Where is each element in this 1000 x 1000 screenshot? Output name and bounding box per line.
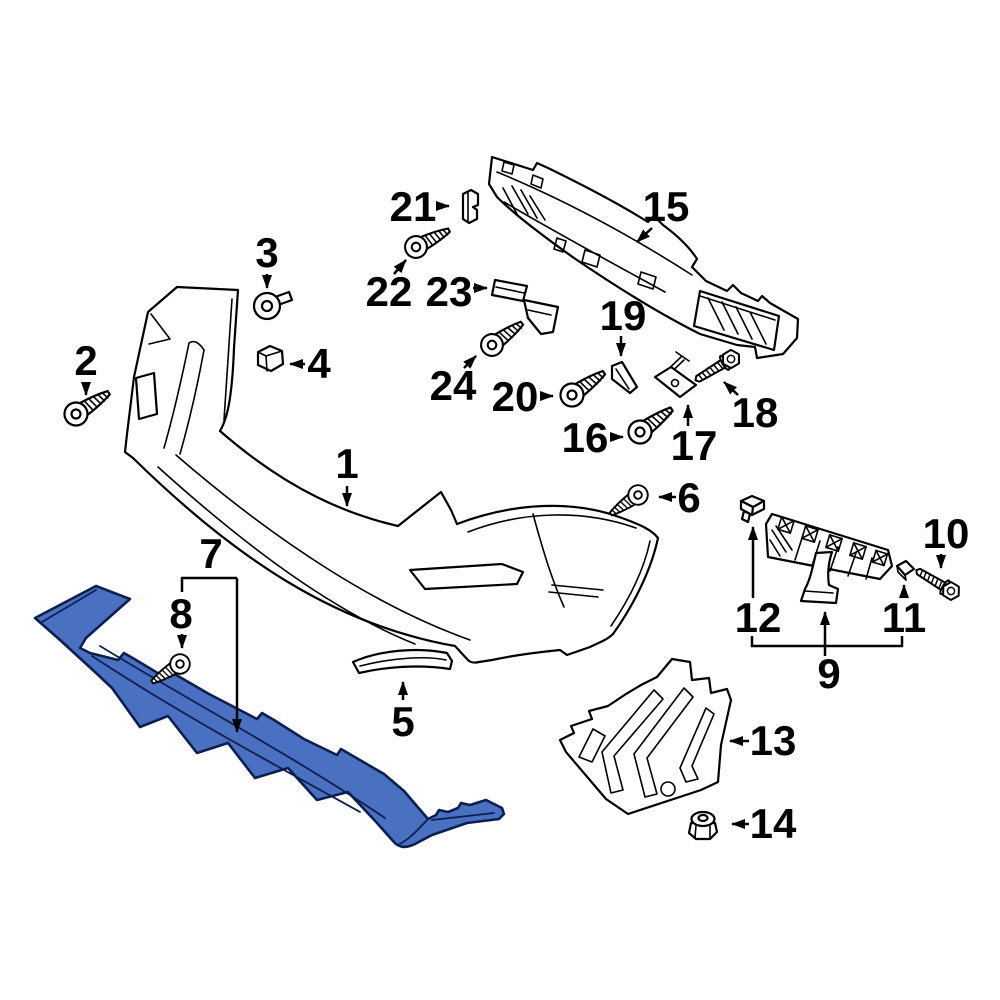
part-label-22: 22 [366,268,413,315]
part-label-24: 24 [430,362,477,409]
part-label-15: 15 [643,183,690,230]
screw-2-drawing [58,382,117,432]
part-label-7: 7 [199,530,222,577]
part-label-18: 18 [732,389,779,436]
part-label-16: 16 [562,414,609,461]
part-number-labels: 1 2 3 4 5 6 7 8 9 10 11 12 13 14 15 16 1… [74,183,969,847]
screw-6-drawing [604,480,653,523]
part-label-9: 9 [817,650,840,697]
leader-9-bracket [750,636,904,648]
part-label-13: 13 [750,717,797,764]
bumper-cover-drawing [123,285,660,664]
clip-4-drawing [256,344,285,373]
leader-lines [81,201,946,829]
nut-14-drawing [687,810,719,841]
bracket-23-drawing [490,278,560,336]
part-label-1: 1 [335,440,358,487]
reflector-strip-drawing [351,648,454,675]
lower-valance-highlighted-drawing [33,584,506,849]
leader-15 [636,227,653,243]
deflector-plate-drawing [558,657,733,816]
impact-bar-drawing [487,155,800,360]
part-label-2: 2 [74,337,97,384]
bracket-17-drawing [653,351,698,399]
part-label-21: 21 [390,183,437,230]
part-label-3: 3 [255,229,278,276]
rivet-3-drawing [252,290,294,321]
part-label-11: 11 [882,594,926,641]
part-label-17: 17 [671,422,718,469]
part-label-4: 4 [307,340,331,387]
leader-18 [723,381,739,396]
bolt-18-drawing [690,346,745,389]
screw-24-drawing [475,313,530,362]
leader-22 [393,259,407,275]
part-label-14: 14 [750,800,797,847]
part-label-12: 12 [735,594,782,641]
part-label-10: 10 [923,510,970,557]
leader-7-bracket [180,576,237,592]
part-label-23: 23 [426,268,473,315]
screw-20-drawing [554,362,612,413]
leader-24 [463,355,477,369]
part-label-19: 19 [600,292,647,339]
part-label-20: 20 [492,373,539,420]
clip-12-drawing [739,494,766,524]
part-label-8: 8 [169,590,192,637]
clip-19-drawing [610,360,639,395]
part-label-6: 6 [677,474,700,521]
clip-21-drawing [461,188,480,225]
part-label-5: 5 [391,698,414,745]
side-bracket-drawing [764,512,894,605]
clip-11-drawing [895,559,916,581]
